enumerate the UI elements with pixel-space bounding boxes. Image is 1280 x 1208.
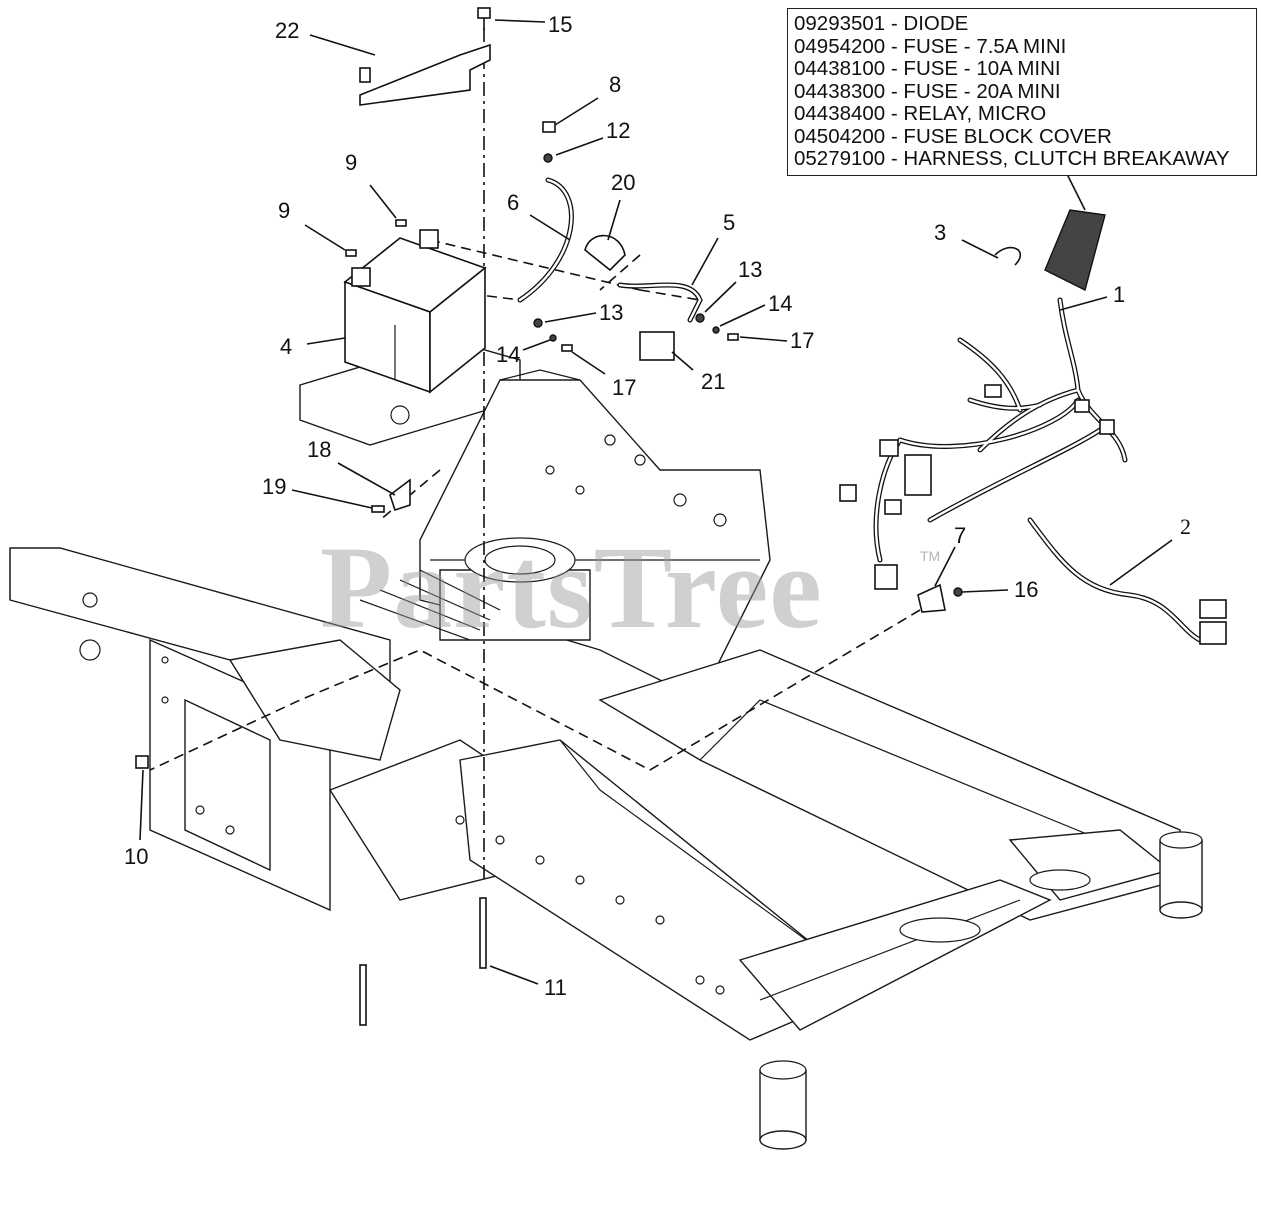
part-5-cable bbox=[617, 282, 703, 323]
fuse-block bbox=[1044, 209, 1106, 292]
legend-line: 04504200 - FUSE BLOCK COVER bbox=[794, 124, 1112, 148]
callout-1: 1 bbox=[1113, 282, 1125, 307]
part-6-battery-cable bbox=[517, 177, 574, 303]
part-3-clip bbox=[994, 246, 1022, 266]
callout-12: 12 bbox=[606, 118, 630, 143]
part-18-bracket bbox=[389, 478, 411, 512]
legend-line: 04438400 - RELAY, MICRO bbox=[794, 102, 1047, 125]
callout-9b: 9 bbox=[278, 198, 290, 223]
callout-5: 5 bbox=[723, 210, 735, 235]
callout-6: 6 bbox=[507, 190, 519, 215]
legend-line: 04438100 - FUSE - 10A MINI bbox=[794, 57, 1061, 80]
callout-20: 20 bbox=[611, 170, 635, 195]
callout-11: 11 bbox=[544, 975, 567, 1000]
callout-18: 18 bbox=[307, 437, 331, 462]
callout-21: 21 bbox=[701, 369, 725, 394]
caster-tube-left bbox=[759, 1060, 807, 1150]
part-4-battery bbox=[343, 229, 487, 394]
callout-14a: 14 bbox=[768, 291, 792, 316]
callout-22: 22 bbox=[275, 18, 299, 43]
callout-4: 4 bbox=[280, 334, 292, 359]
callout-16: 16 bbox=[1014, 577, 1038, 602]
callout-19: 19 bbox=[262, 474, 286, 499]
callout-17a: 17 bbox=[790, 328, 814, 353]
leader-lines bbox=[139, 19, 1173, 985]
hardware-13-14-17 bbox=[533, 313, 739, 352]
callout-2: 2 bbox=[1180, 514, 1191, 539]
legend-line: 04954200 - FUSE - 7.5A MINI bbox=[794, 34, 1067, 58]
part-15-bolt bbox=[477, 7, 491, 30]
legend-line: 05279100 - HARNESS, CLUTCH BREAKAWAY bbox=[794, 147, 1230, 170]
callout-numbers: 22 15 8 12 9 9 6 20 5 13 14 17 13 14 17 … bbox=[124, 12, 1191, 1000]
callout-9a: 9 bbox=[345, 150, 357, 175]
callout-3: 3 bbox=[934, 220, 946, 245]
mower-frame bbox=[9, 339, 1203, 1150]
part-9-screws bbox=[345, 219, 407, 257]
legend-line: 09293501 - DIODE bbox=[794, 12, 969, 35]
part-19-screw bbox=[371, 505, 385, 513]
partstree-watermark: PartsTree bbox=[320, 522, 823, 653]
part-16-screw bbox=[953, 587, 963, 597]
callout-10: 10 bbox=[124, 844, 148, 869]
trademark-mark: TM bbox=[920, 548, 941, 564]
part-2-breakaway-harness bbox=[1027, 517, 1227, 645]
part-22-hold-down-bracket bbox=[359, 43, 491, 106]
part-20-terminal-boot bbox=[584, 234, 626, 272]
callout-8: 8 bbox=[609, 72, 621, 97]
callout-7: 7 bbox=[954, 523, 966, 548]
part-10-bolt bbox=[135, 755, 149, 769]
callout-15: 15 bbox=[548, 12, 572, 37]
part-7-bracket bbox=[917, 583, 946, 613]
callout-17b: 17 bbox=[612, 375, 636, 400]
part-11-bolts bbox=[359, 897, 487, 1026]
callout-13a: 13 bbox=[738, 257, 762, 282]
part-21-relay bbox=[639, 331, 675, 361]
part-1-main-harness bbox=[839, 297, 1128, 590]
part-8-bolt bbox=[542, 121, 556, 133]
part-12-nut bbox=[543, 153, 553, 163]
callout-14b: 14 bbox=[496, 342, 520, 367]
parts-legend-box: 09293501 - DIODE 04954200 - FUSE - 7.5A … bbox=[787, 8, 1257, 176]
caster-tube-right bbox=[1159, 831, 1203, 919]
callout-13b: 13 bbox=[599, 300, 623, 325]
legend-line: 04438300 - FUSE - 20A MINI bbox=[794, 79, 1061, 103]
